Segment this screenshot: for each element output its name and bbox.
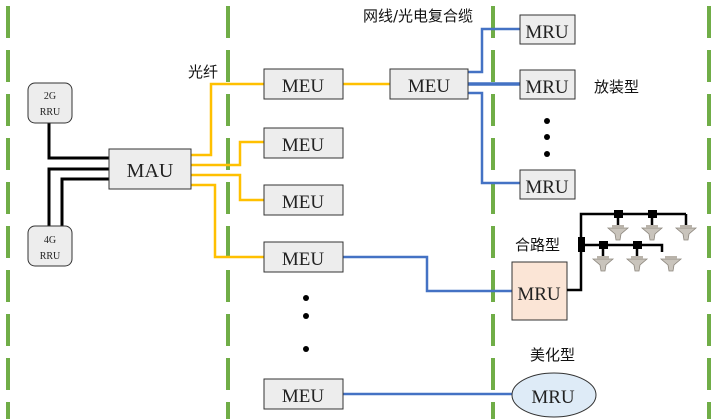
fiber-mau-meu2 (191, 140, 264, 167)
fiber-links (191, 82, 390, 259)
cable-meu4-mru-combined (343, 255, 512, 293)
fiber-mau-meu1 (191, 82, 264, 157)
link-2g-rru-mau (47, 122, 109, 160)
rru-2g-line2: RRU (40, 107, 61, 118)
meu-label: MEU (282, 192, 325, 213)
splitters (578, 210, 657, 252)
rru-4g-line2: RRU (40, 251, 61, 262)
mru-label: MRU (525, 77, 569, 98)
meu-box-4[interactable]: MEU (263, 241, 344, 273)
ceiling-antenna-icon (606, 225, 630, 241)
meu-box-2[interactable]: MEU (263, 127, 344, 159)
fiber-label: 光纤 (188, 63, 218, 81)
mru-box-3[interactable]: MRU (519, 169, 576, 200)
fiber-mau-meu3 (191, 173, 264, 202)
meu-label: MEU (282, 249, 325, 270)
meu-box-3[interactable]: MEU (263, 184, 344, 216)
cable-label: 网线/光电复合缆 (363, 7, 473, 25)
mru-box-2[interactable]: MRU (519, 69, 576, 100)
link-4g-rru-mau-b (60, 177, 109, 226)
meu-label: MEU (408, 76, 451, 97)
zone-dividers (6, 6, 711, 419)
mru-label: MRU (525, 22, 569, 43)
mru-label: MRU (517, 284, 561, 305)
antennas (591, 225, 698, 272)
mru-box-1[interactable]: MRU (519, 14, 576, 45)
ceiling-antenna-icon (659, 256, 683, 272)
cable-meu-mru3 (468, 91, 520, 185)
rru-2g[interactable]: 2G RRU (27, 82, 73, 124)
rru-2g-line1: 2G (44, 91, 56, 102)
rru-4g[interactable]: 4G RRU (27, 225, 73, 267)
mru-beautified-ellipse[interactable]: MRU (511, 372, 597, 418)
rru-links (47, 122, 109, 226)
rru-4g-line1: 4G (44, 235, 56, 246)
combined-type-label: 合路型 (515, 236, 560, 254)
exposed-type-label: 放装型 (594, 78, 639, 96)
mru-label: MRU (525, 177, 569, 198)
ceiling-antenna-icon (625, 256, 649, 272)
ceiling-antenna-icon (674, 225, 698, 241)
meu-box-cascade[interactable]: MEU (389, 68, 469, 100)
meu-label: MEU (282, 386, 325, 407)
mau-label: MAU (127, 160, 174, 182)
meu-box-1[interactable]: MEU (263, 68, 344, 100)
meu-label: MEU (282, 76, 325, 97)
meu-box-6[interactable]: MEU (263, 378, 344, 410)
ceiling-antenna-icon (591, 256, 615, 272)
beautified-type-label: 美化型 (530, 346, 575, 364)
ceiling-antenna-icon (640, 225, 664, 241)
mru-ellipsis (544, 118, 550, 157)
mru-combined-box[interactable]: MRU (511, 261, 568, 321)
mru-label: MRU (531, 387, 575, 408)
link-4g-rru-mau-a (47, 167, 109, 226)
fiber-mau-meu4 (191, 183, 264, 259)
mau-box[interactable]: MAU (108, 148, 192, 190)
cable-links (343, 27, 520, 396)
meu-ellipsis (303, 295, 309, 352)
meu-label: MEU (282, 135, 325, 156)
cable-meu-mru1 (468, 27, 520, 74)
